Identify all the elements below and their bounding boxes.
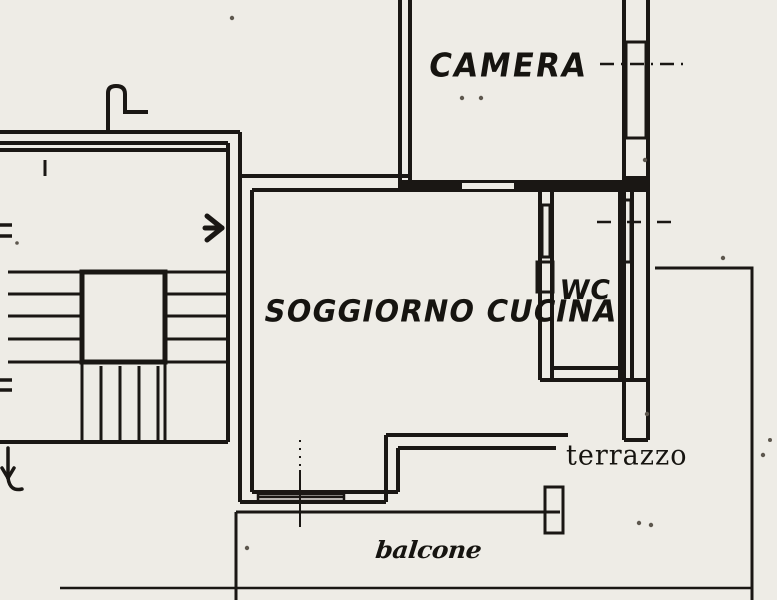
right-exterior-wall bbox=[622, 0, 650, 442]
stair-direction-arrow-icon bbox=[202, 213, 225, 243]
stairwell bbox=[0, 148, 230, 444]
camera-walls bbox=[398, 0, 412, 183]
balcone-outline bbox=[60, 510, 752, 600]
window-centerlines bbox=[597, 62, 690, 224]
wc-door-opening bbox=[535, 203, 555, 294]
landing-down-arrow-icon bbox=[0, 446, 24, 492]
paper-specks bbox=[15, 15, 772, 551]
terrazzo-fixture bbox=[543, 485, 565, 535]
wc-walls bbox=[540, 192, 648, 382]
stair-treads-left bbox=[8, 270, 82, 364]
stair-treads-bottom bbox=[80, 362, 167, 442]
chimney-icon bbox=[106, 83, 148, 132]
camera-window bbox=[624, 40, 648, 140]
soggiorno-cucina-walls bbox=[238, 174, 624, 527]
terrazzo-outline bbox=[655, 266, 754, 600]
thick-partition-wall bbox=[400, 180, 624, 192]
stair-treads-right bbox=[165, 270, 228, 364]
